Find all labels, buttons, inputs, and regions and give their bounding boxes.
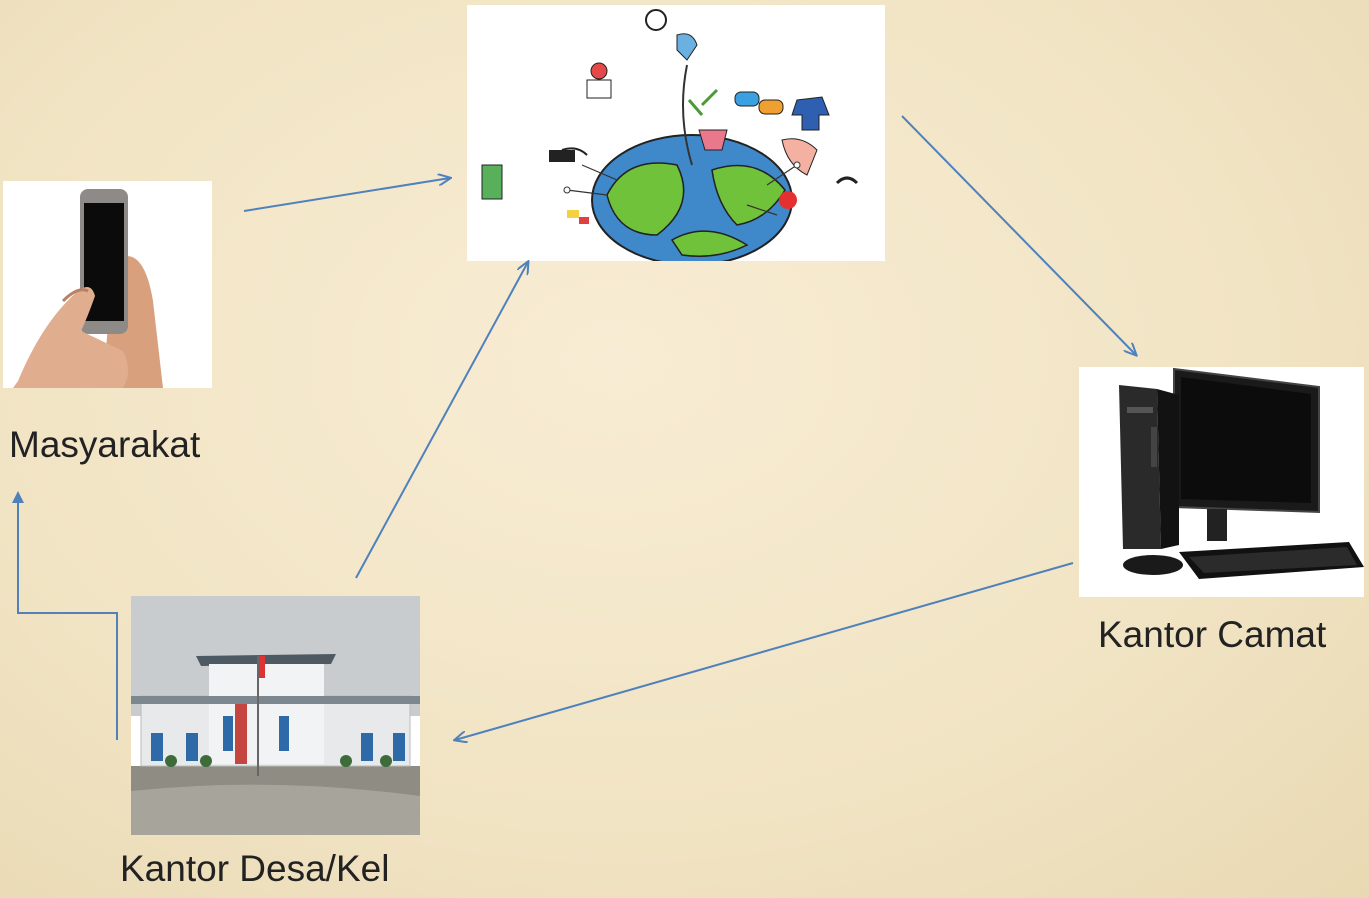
office-building-photo-icon (131, 596, 420, 835)
arrow-camat-to-desa (455, 562, 1074, 740)
computer-image (1079, 367, 1364, 597)
arrow-masyarakat-to-internet (243, 178, 450, 212)
kantor-desa-label: Kantor Desa/Kel (120, 848, 390, 889)
arrow-desa-to-masyarakat (12, 491, 118, 740)
kantor-camat-label: Kantor Camat (1098, 614, 1327, 655)
smartphone-image (3, 181, 212, 388)
desktop-computer-icon (1079, 367, 1364, 597)
globe-network-icon (467, 5, 885, 261)
arrow-internet-to-camat (901, 115, 1136, 355)
village-office-image (131, 596, 420, 835)
masyarakat-label: Masyarakat (9, 424, 201, 465)
hand-holding-phone-icon (3, 181, 212, 388)
arrow-desa-to-internet (355, 262, 528, 579)
internet-globe-image (467, 5, 885, 261)
